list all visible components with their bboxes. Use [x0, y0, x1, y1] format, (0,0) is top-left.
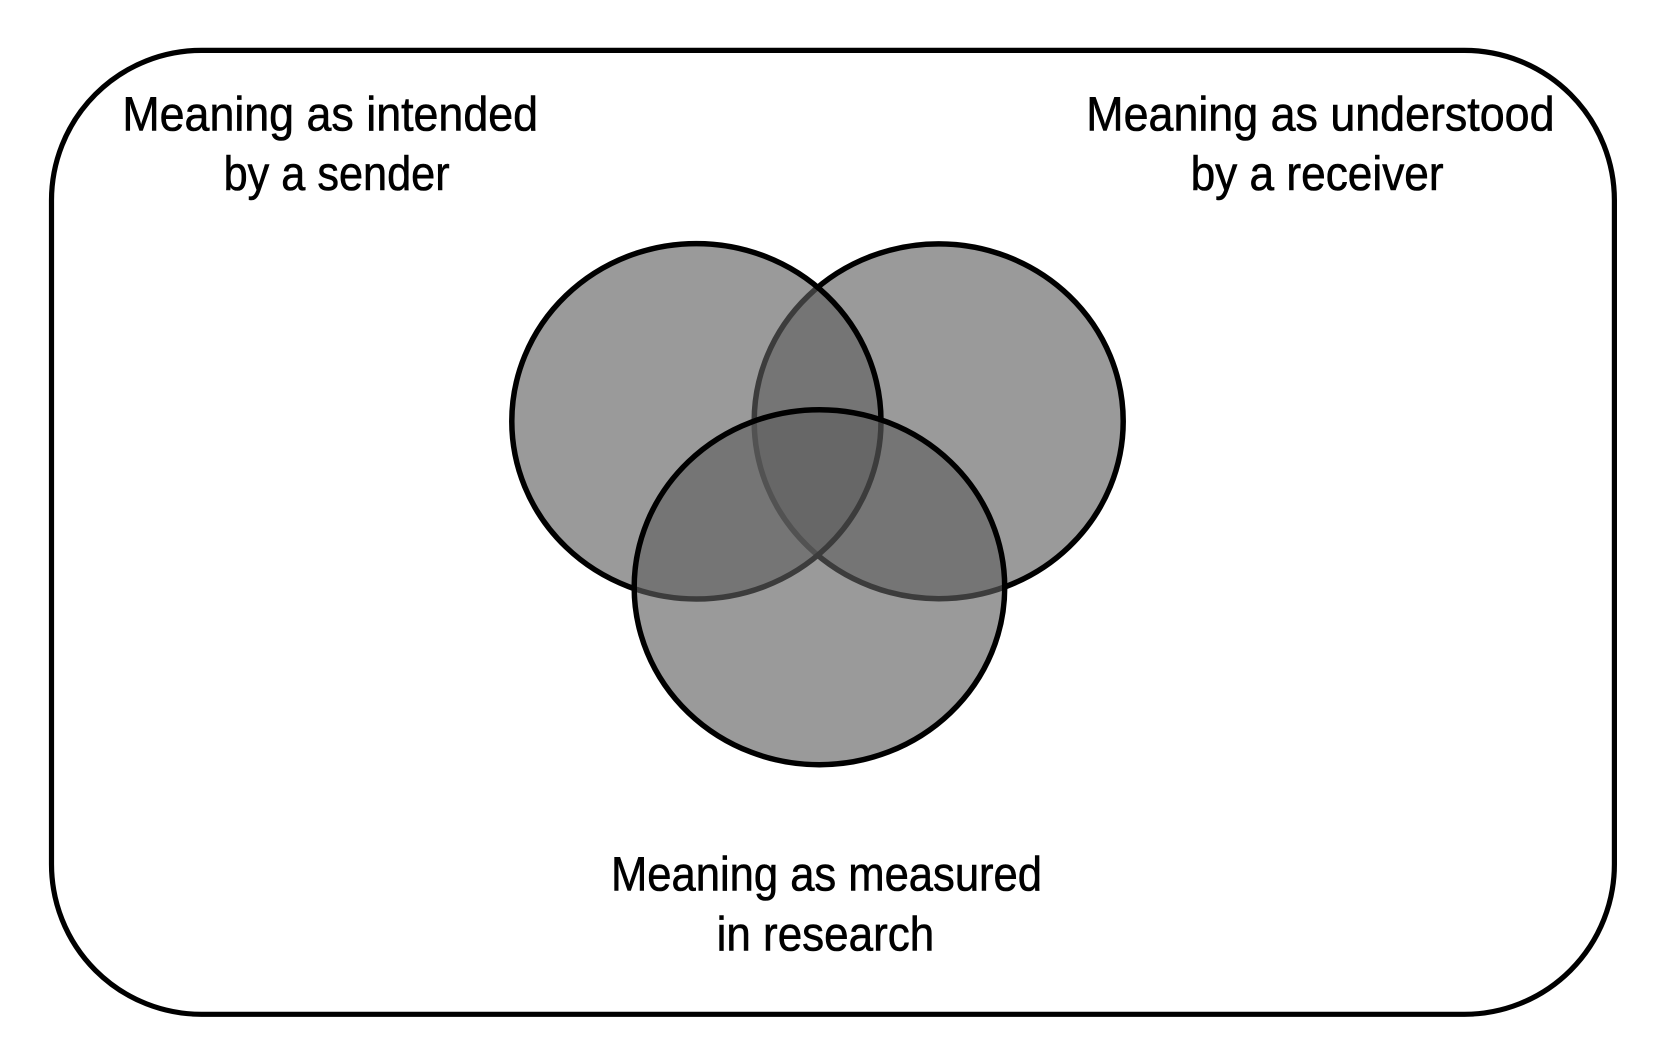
- svg-text:Meaning as measured: Meaning as measured: [611, 848, 1042, 901]
- svg-text:by a receiver: by a receiver: [1191, 148, 1444, 201]
- svg-text:by a sender: by a sender: [224, 148, 450, 201]
- svg-text:in research: in research: [717, 908, 935, 961]
- svg-text:Meaning as understood: Meaning as understood: [1086, 89, 1554, 142]
- svg-text:Meaning as intended: Meaning as intended: [122, 89, 538, 142]
